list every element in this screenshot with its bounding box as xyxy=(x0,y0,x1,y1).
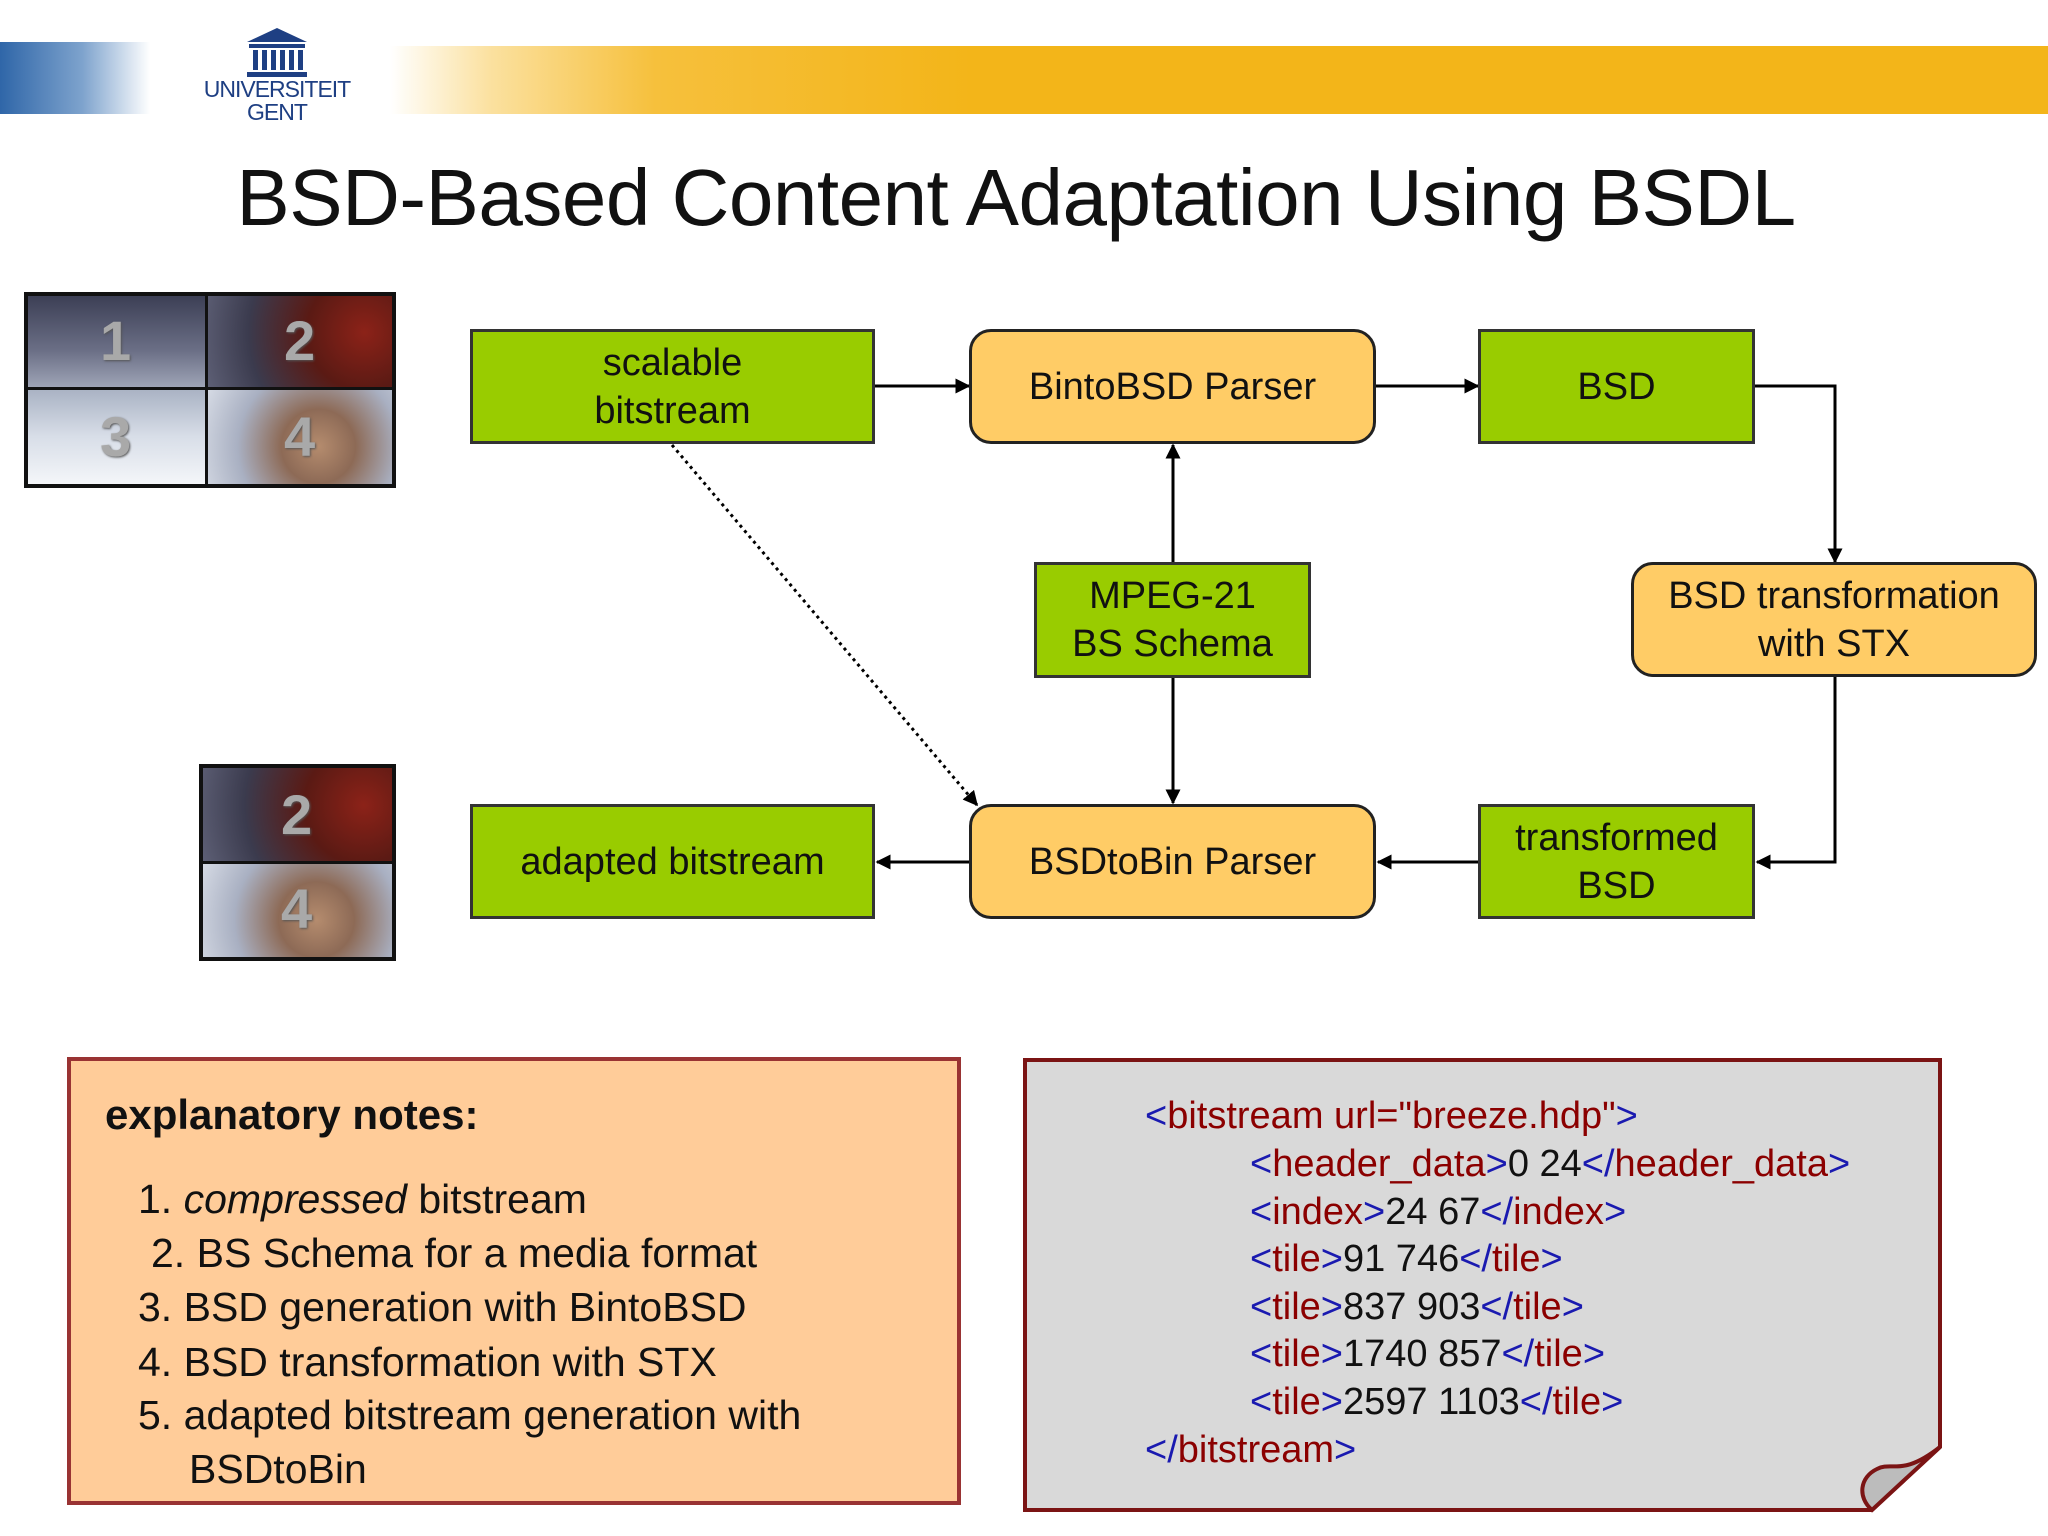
node-transformed-bsd: transformed BSD xyxy=(1478,804,1755,919)
xml-value: 0 24 xyxy=(1507,1143,1582,1185)
code-line-close: </bitstream> xyxy=(1145,1429,1357,1471)
tile-number: 4 xyxy=(281,877,313,940)
tile-number: 3 xyxy=(100,405,132,468)
tile-number: 2 xyxy=(284,309,316,372)
banner-yellow-strip xyxy=(390,46,2048,114)
tile-3: 3 xyxy=(28,390,208,484)
note-number: 5. xyxy=(138,1392,173,1438)
code-line-6: <tile>2597 1103</tile> xyxy=(1250,1381,1624,1423)
xml-tag-name: tile xyxy=(1272,1238,1321,1280)
bsd-xml-example: <bitstream url="breeze.hdp"> <header_dat… xyxy=(1022,1057,1942,1513)
edge-scalable-to-bsdtobin-dotted xyxy=(670,444,979,807)
tile-4: 4 xyxy=(208,390,392,484)
note-number: 2. xyxy=(151,1230,186,1276)
logo-line-universiteit: UNIVERSITEIT xyxy=(203,76,351,102)
xml-value: 24 67 xyxy=(1385,1191,1481,1233)
header-banner: UNIVERSITEIT GENT xyxy=(0,0,2048,150)
adapted-image-thumbnail: 2 4 xyxy=(199,764,396,961)
xml-tag-name: bitstream xyxy=(1167,1095,1324,1137)
explanatory-notes-box: explanatory notes: 1. compressed bitstre… xyxy=(67,1057,961,1505)
note-text: BSD generation with BintoBSD xyxy=(183,1284,747,1330)
note-text: adapted bitstream generation with xyxy=(183,1392,802,1438)
xml-value: 2597 1103 xyxy=(1342,1381,1520,1423)
page-title: BSD-Based Content Adaptation Using BSDL xyxy=(236,153,1796,242)
node-bsd: BSD xyxy=(1478,329,1755,444)
note-item-5-continuation: BSDtoBin xyxy=(189,1446,367,1492)
tile-number: 1 xyxy=(100,309,132,372)
node-scalable-bitstream: scalable bitstream xyxy=(470,329,875,444)
xml-tag-name: header_data xyxy=(1614,1143,1828,1185)
xml-tag-name: tile xyxy=(1513,1286,1562,1328)
tile-2: 2 xyxy=(208,296,392,390)
university-building-icon xyxy=(247,28,307,77)
code-line-1: <header_data>0 24</header_data> xyxy=(1250,1143,1851,1185)
xml-tag-name: index xyxy=(1513,1191,1604,1233)
note-text: BSD transformation with STX xyxy=(183,1339,717,1385)
note-text: bitstream xyxy=(406,1176,587,1222)
note-emphasis: compressed xyxy=(183,1176,407,1222)
xml-value: 1740 857 xyxy=(1342,1333,1502,1375)
node-mpeg21-bs-schema: MPEG-21 BS Schema xyxy=(1034,562,1311,678)
tile-number: 2 xyxy=(281,783,313,846)
xml-tag-name: tile xyxy=(1272,1286,1321,1328)
note-number: 3. xyxy=(138,1284,173,1330)
tile-2: 2 xyxy=(203,768,392,864)
xml-tag-name: tile xyxy=(1534,1333,1583,1375)
tile-4: 4 xyxy=(203,864,392,957)
edge-bsd-to-transformation xyxy=(1755,384,1843,564)
note-item-2: 2. BS Schema for a media format xyxy=(151,1229,757,1277)
xml-tag-name: header_data xyxy=(1272,1143,1486,1185)
xml-tag-name: tile xyxy=(1552,1381,1602,1423)
xml-attribute: url="breeze.hdp" xyxy=(1334,1095,1616,1137)
original-image-thumbnail: 1 2 3 4 xyxy=(24,292,396,488)
tile-number: 4 xyxy=(284,405,316,468)
xml-value: 837 903 xyxy=(1342,1286,1481,1328)
xml-tag-name: tile xyxy=(1491,1238,1541,1280)
code-line-2: <index>24 67</index> xyxy=(1250,1191,1627,1233)
curled-page-shape xyxy=(1023,1058,1942,1513)
code-line-open: <bitstream url="breeze.hdp"> xyxy=(1145,1095,1638,1137)
xml-tag-name: index xyxy=(1272,1191,1364,1233)
xml-value: 91 746 xyxy=(1342,1238,1460,1280)
edge-transformation-to-transformed-bsd xyxy=(1755,677,1837,870)
note-item-3: 3. BSD generation with BintoBSD xyxy=(138,1283,747,1331)
note-item-1: 1. compressed bitstream xyxy=(138,1175,587,1223)
code-line-3: <tile>91 746</tile> xyxy=(1250,1238,1563,1280)
tile-1: 1 xyxy=(28,296,208,390)
logo-line-gent: GENT xyxy=(247,99,308,125)
node-adapted-bitstream: adapted bitstream xyxy=(470,804,875,919)
note-item-5: 5. adapted bitstream generation with xyxy=(138,1391,801,1439)
xml-tag-name: tile xyxy=(1272,1333,1321,1375)
banner-blue-strip xyxy=(0,42,150,114)
notes-heading: explanatory notes: xyxy=(105,1091,479,1138)
xml-tag-name: bitstream xyxy=(1177,1429,1335,1471)
node-bsd-transformation-stx: BSD transformation with STX xyxy=(1631,562,2037,677)
code-line-4: <tile>837 903</tile> xyxy=(1250,1286,1584,1328)
note-text: BS Schema for a media format xyxy=(196,1230,758,1276)
note-number: 4. xyxy=(138,1339,173,1385)
note-number: 1. xyxy=(138,1176,173,1222)
xml-tag-name: tile xyxy=(1272,1381,1321,1423)
node-bintobsd-parser: BintoBSD Parser xyxy=(969,329,1376,444)
university-logo: UNIVERSITEIT GENT xyxy=(200,26,354,136)
node-bsdtobin-parser: BSDtoBin Parser xyxy=(969,804,1376,919)
note-item-4: 4. BSD transformation with STX xyxy=(138,1338,717,1386)
code-line-5: <tile>1740 857</tile> xyxy=(1250,1333,1606,1375)
